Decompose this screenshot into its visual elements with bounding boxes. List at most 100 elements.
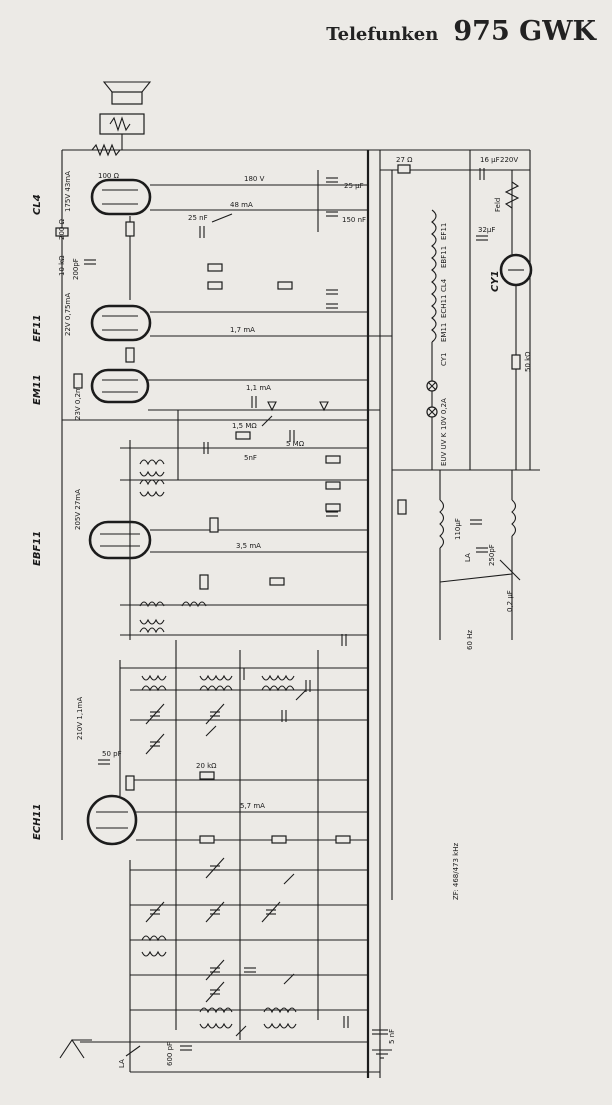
capacitor [326, 303, 338, 309]
capacitor [343, 1016, 349, 1028]
value-ef11: 22V 0,75mA [64, 293, 72, 336]
capacitor [98, 759, 110, 765]
capacitor [289, 430, 295, 442]
resistor-50k [511, 354, 521, 370]
label-c25n: 25 nF [188, 214, 208, 222]
heater-label-cy1: CY1 [440, 353, 448, 367]
heater-label-ef11: EF11 [440, 223, 448, 240]
resistor [325, 503, 341, 512]
tube-label-ef11: EF11 [32, 314, 43, 342]
resistor-27 [397, 164, 411, 174]
mains-switch-blade [499, 559, 521, 581]
trimmer-capacitor [145, 703, 165, 725]
label-180v: 180 V [244, 175, 265, 183]
capacitor [199, 226, 205, 238]
resistor-20k [199, 771, 215, 780]
trimmer-capacitor [205, 901, 225, 923]
heater-label-cl4: CL4 [440, 278, 448, 292]
resistor [199, 835, 215, 844]
aerial-tap-icon [267, 401, 277, 412]
heater-label-ech11: ECH11 [440, 295, 448, 318]
capacitor [84, 259, 96, 265]
trimmer-capacitor [261, 901, 281, 923]
tube-label-ech11: ECH11 [32, 804, 43, 840]
if-transformer-2 [139, 601, 207, 634]
tube-label-em11: EM11 [32, 374, 43, 405]
trimmer-capacitor [205, 959, 225, 981]
trimmer-capacitor [145, 901, 165, 923]
resistor [397, 499, 407, 515]
label-17ma: 1,7 mA [230, 326, 255, 334]
label-57ma: 5,7 mA [240, 802, 265, 810]
label-if-frequency: ZF: 468/473 kHz [452, 843, 460, 900]
label-c150: 150 nF [342, 216, 366, 224]
antenna-icon [59, 1039, 85, 1059]
capacitor [326, 211, 338, 217]
capacitor [244, 967, 256, 973]
capacitor [341, 634, 347, 646]
band-switch [283, 973, 295, 985]
label-r10k: 10 kΩ [58, 255, 66, 276]
title-block: Telefunken 975 GWK [326, 16, 596, 47]
resistor [235, 431, 251, 440]
trimmer-capacitor [145, 733, 165, 755]
label-lv: LA [118, 1059, 126, 1068]
mains-switch [439, 573, 513, 583]
heater-chain [431, 209, 437, 343]
band-switch [235, 1025, 247, 1037]
tube-label-ebf11: EBF11 [32, 531, 43, 566]
band-switch [295, 689, 307, 701]
line-choke-right [511, 499, 517, 537]
resistor [125, 221, 135, 237]
heater-label-em11: EM11 [440, 323, 448, 342]
capacitor [180, 1045, 192, 1051]
lamp-cross [427, 381, 437, 417]
capacitor [476, 235, 488, 241]
capacitor [476, 547, 488, 553]
value-cl4: 175V 43mA [64, 171, 72, 212]
trimmer-capacitor [205, 857, 225, 879]
label-c50: 50 pF [102, 750, 122, 758]
resistor [125, 347, 135, 363]
label-r50: 50 kΩ [524, 351, 532, 372]
tube-cl4 [90, 178, 152, 216]
resistor [271, 835, 287, 844]
label-lamp: 10V 0,2A [440, 398, 448, 430]
label-r5m: 5 MΩ [286, 440, 305, 448]
capacitor [281, 710, 287, 722]
label-c25: 25 μF [344, 182, 364, 190]
label-220v: 220V [500, 156, 518, 164]
capacitor [326, 177, 338, 183]
band-switch [283, 873, 295, 885]
resistor-200 [55, 227, 69, 237]
brand-name: Telefunken [326, 24, 439, 45]
capacitor [326, 289, 338, 295]
if-transformer-1 [139, 459, 165, 497]
label-r15m: 1,5 MΩ [232, 422, 257, 430]
line-choke-left [439, 499, 445, 549]
heater-label-ebf11: EBF11 [440, 246, 448, 268]
tone-switch [211, 213, 233, 223]
antenna-switch [125, 1045, 141, 1057]
label-11ma: 1,1 mA [246, 384, 271, 392]
tube-label-cy1: CY1 [490, 270, 501, 292]
capacitor [326, 511, 338, 517]
label-35ma: 3,5 mA [236, 542, 261, 550]
switch [261, 415, 273, 427]
resistor [73, 373, 83, 389]
label-r200: 200 Ω [58, 218, 66, 240]
tube-ef11 [90, 304, 152, 342]
field-coil [504, 181, 520, 209]
capacitor [251, 396, 257, 408]
label-c110: 110μF [454, 518, 462, 540]
model-number: 975 GWK [453, 16, 596, 47]
resistor [209, 517, 219, 533]
resistor [325, 481, 341, 490]
speaker [99, 81, 152, 150]
capacitor [239, 668, 245, 680]
aerial-tap-icon [319, 401, 329, 412]
label-la: LA [464, 553, 472, 562]
capacitor [203, 442, 209, 454]
trimmer-capacitor [205, 703, 225, 725]
